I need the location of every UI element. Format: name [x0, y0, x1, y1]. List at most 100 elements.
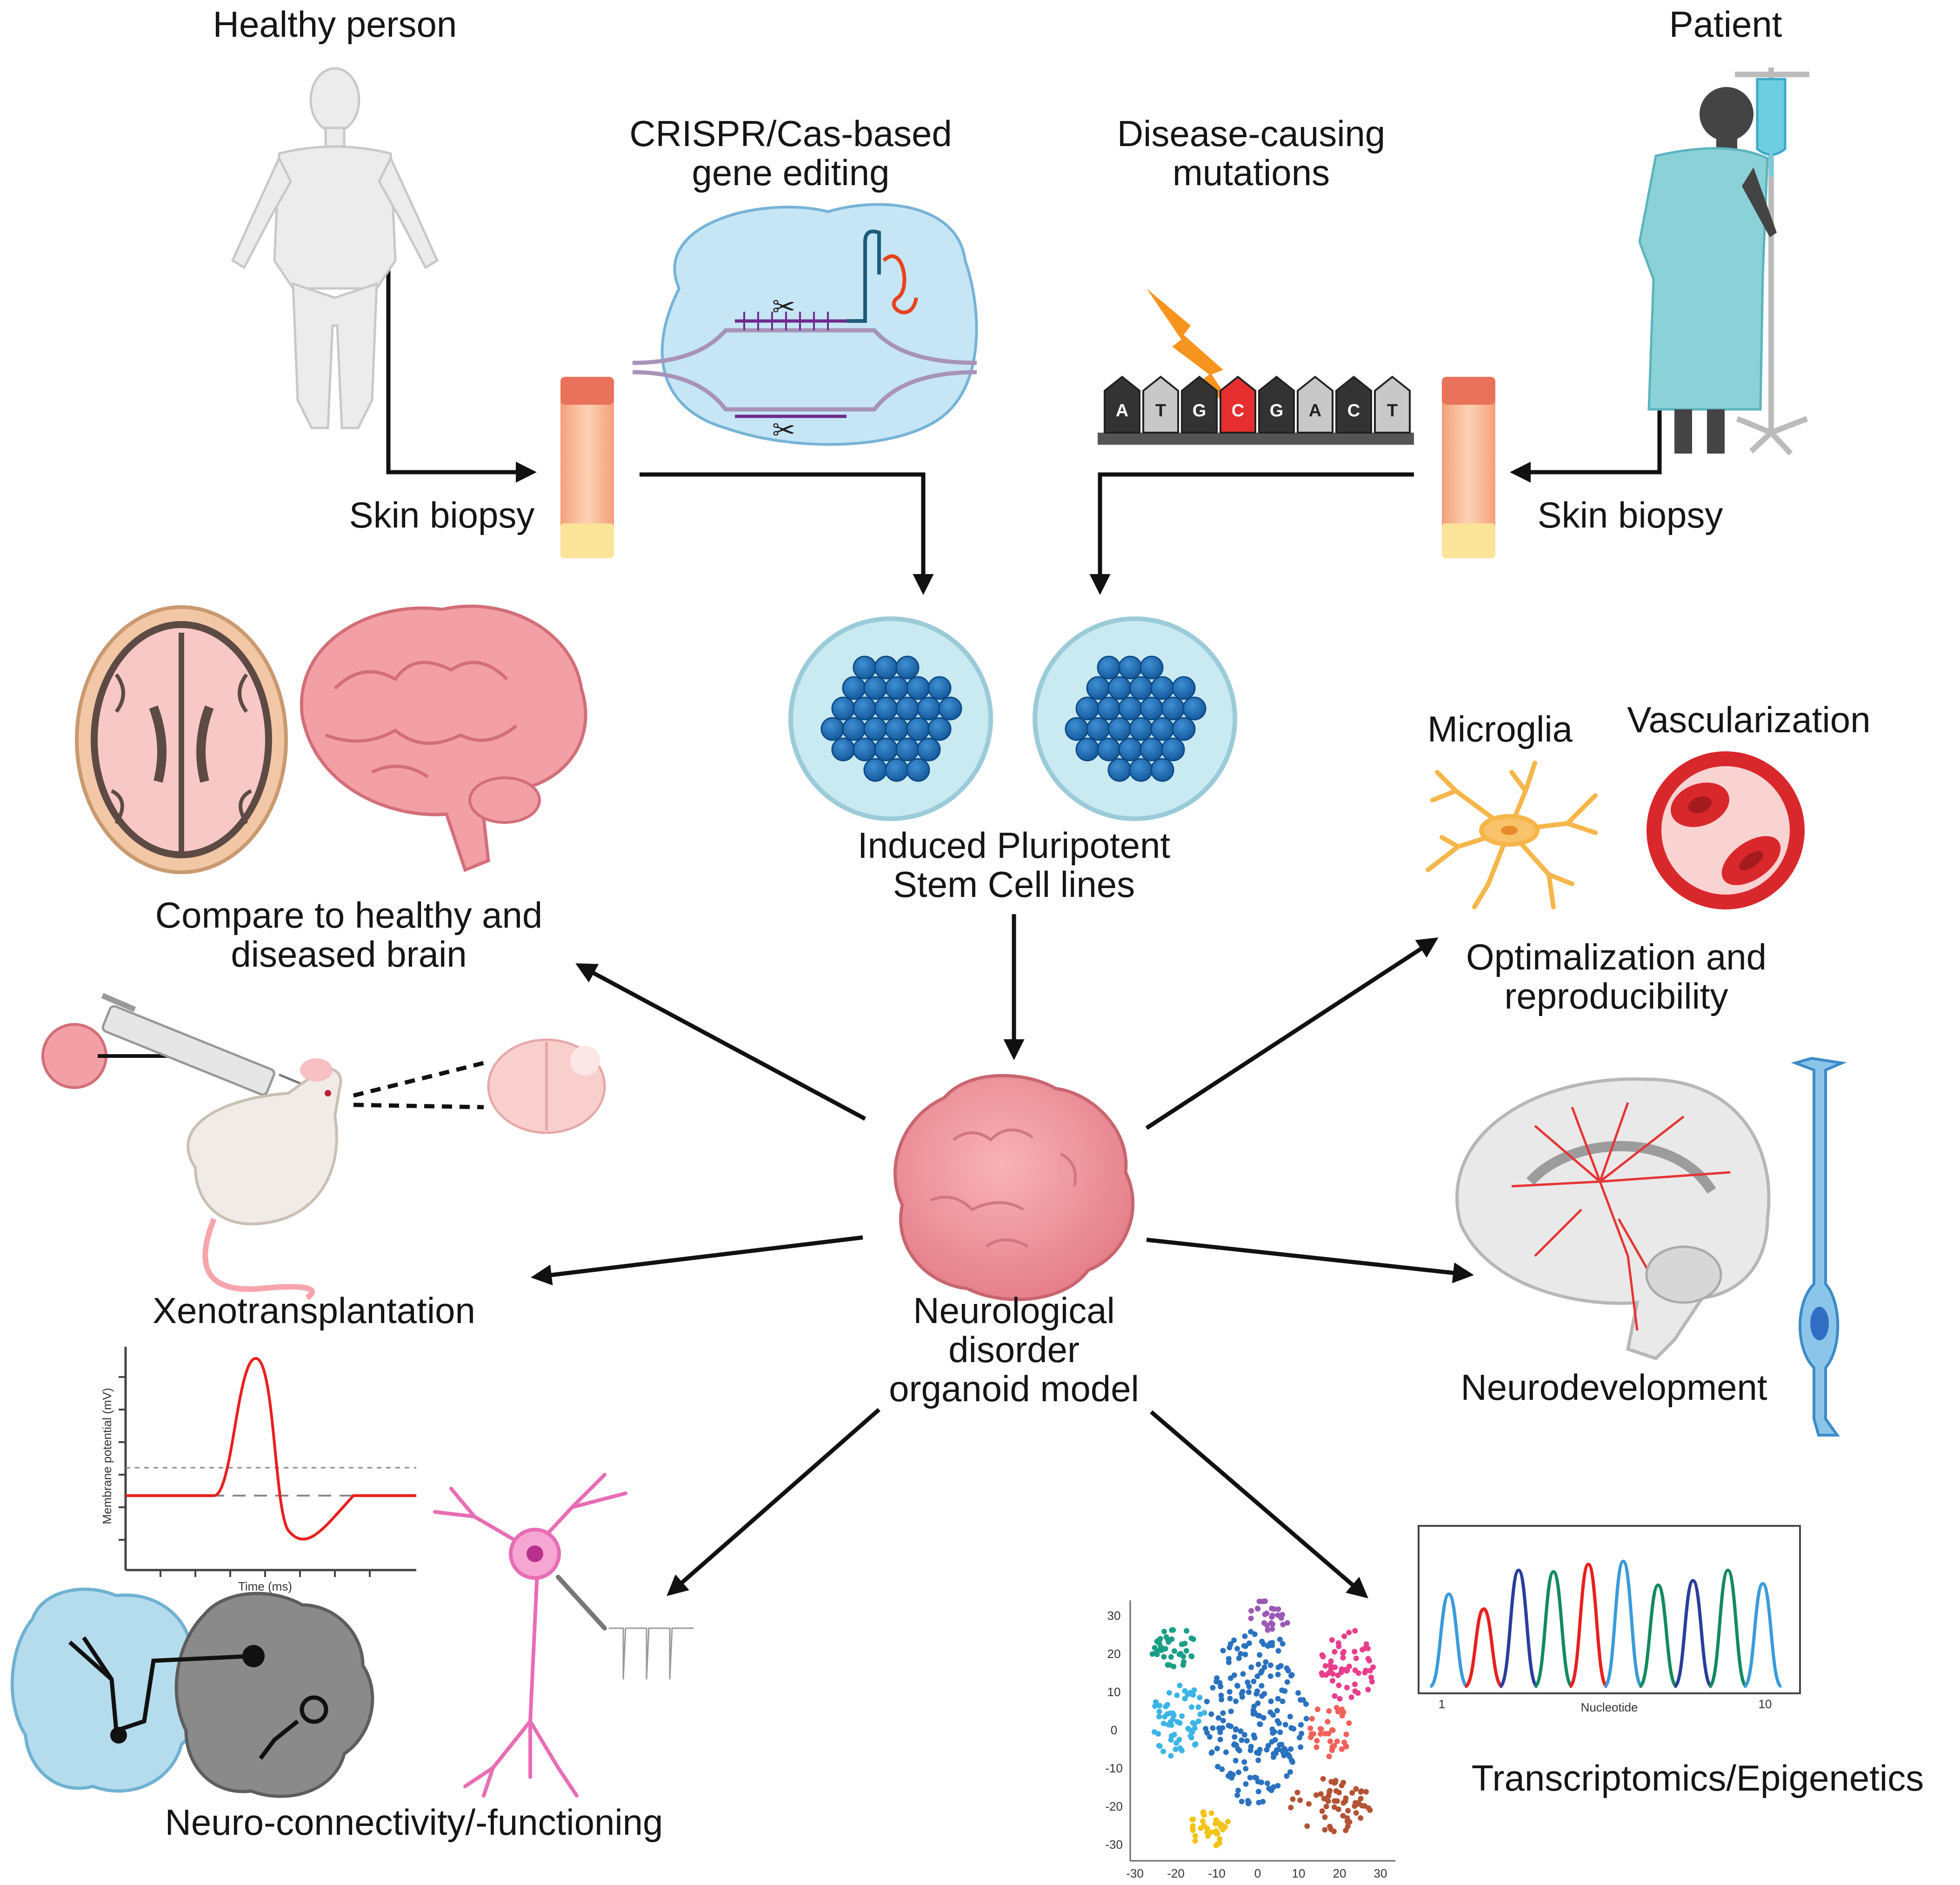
tsne-point: [1287, 1769, 1293, 1775]
tsne-point: [1201, 1823, 1207, 1829]
tsne-x-tick: 30: [1373, 1866, 1387, 1880]
tsne-point: [1227, 1770, 1233, 1776]
stem-cell: [1129, 717, 1153, 741]
stem-cell: [1129, 676, 1153, 700]
dna-base-block: [1374, 375, 1411, 434]
tsne-point: [1235, 1746, 1241, 1752]
tsne-point: [1217, 1729, 1223, 1735]
tsne-point: [1227, 1644, 1233, 1651]
tsne-point: [1275, 1783, 1281, 1789]
tsne-point: [1300, 1697, 1306, 1703]
tsne-point: [1265, 1643, 1271, 1649]
tsne-point: [1340, 1655, 1346, 1661]
sagittal-brain-icon: [1455, 1077, 1771, 1361]
stem-cell: [1161, 696, 1185, 721]
tsne-point: [1304, 1823, 1310, 1829]
tsne-point: [1268, 1620, 1274, 1626]
tsne-point: [1274, 1708, 1280, 1714]
stem-cell: [917, 737, 941, 762]
tsne-point: [1337, 1696, 1343, 1702]
tsne-point: [1319, 1652, 1325, 1658]
tsne-point: [1264, 1780, 1270, 1786]
stem-cell: [842, 676, 866, 700]
tsne-point: [1284, 1773, 1290, 1779]
tsne-point: [1260, 1798, 1266, 1805]
tsne-point: [1307, 1725, 1313, 1731]
tsne-point: [1329, 1637, 1335, 1643]
crispr-label: CRISPR/Cas-based gene editing: [629, 113, 952, 193]
tsne-point: [1255, 1700, 1261, 1706]
tsne-point: [1362, 1645, 1368, 1651]
skin-biopsy-icon: [1442, 377, 1495, 558]
tsne-plot: [1129, 1598, 1395, 1862]
healthy-person-label: Healthy person: [213, 4, 457, 45]
tsne-point: [1343, 1731, 1349, 1738]
tsne-point: [1231, 1672, 1237, 1678]
tsne-y-tick: -10: [1105, 1761, 1123, 1775]
tsne-point: [1336, 1682, 1342, 1688]
tsne-point: [1269, 1605, 1275, 1611]
tsne-point: [1339, 1706, 1345, 1712]
tsne-point: [1318, 1726, 1324, 1732]
tsne-point: [1275, 1648, 1281, 1654]
tsne-point: [1335, 1806, 1341, 1812]
tsne-point: [1179, 1713, 1185, 1719]
tsne-point: [1340, 1813, 1346, 1819]
tsne-point: [1339, 1746, 1345, 1752]
tsne-point: [1217, 1680, 1223, 1686]
arrow-patient-to-biopsy: [1510, 214, 1662, 483]
tsne-point: [1255, 1778, 1261, 1785]
tsne-point: [1216, 1725, 1222, 1731]
tsne-point: [1280, 1698, 1286, 1705]
tsne-point: [1333, 1778, 1339, 1784]
organoid-icon: [893, 1074, 1135, 1301]
tsne-point: [1163, 1634, 1169, 1640]
tsne-point: [1355, 1670, 1361, 1676]
tsne-y-tick: 10: [1107, 1685, 1121, 1699]
patch-pipette: [556, 1575, 607, 1631]
tsne-point: [1284, 1620, 1290, 1626]
tsne-point: [1156, 1640, 1162, 1646]
tsne-point: [1181, 1659, 1187, 1665]
stem-cell: [1075, 737, 1100, 762]
tsne-point: [1343, 1744, 1349, 1750]
tsne-point: [1190, 1692, 1196, 1698]
sequencing-peak: [1464, 1607, 1503, 1688]
neurodevelopment-label: Neurodevelopment: [1460, 1367, 1767, 1408]
tsne-point: [1161, 1629, 1167, 1635]
tsne-point: [1289, 1759, 1295, 1765]
stem-cell: [1118, 655, 1142, 680]
tsne-point: [1219, 1697, 1225, 1703]
mouse-icon: [187, 1058, 342, 1300]
tsne-point: [1332, 1664, 1338, 1670]
tsne-point: [1260, 1715, 1267, 1721]
tsne-point: [1226, 1723, 1232, 1729]
tsne-point: [1242, 1651, 1248, 1658]
tsne-point: [1344, 1815, 1350, 1821]
tsne-point: [1243, 1765, 1249, 1771]
tsne-point: [1233, 1698, 1239, 1705]
iv-bag-icon: [1756, 78, 1787, 156]
tsne-point: [1320, 1776, 1326, 1782]
tsne-point: [1280, 1622, 1286, 1628]
stem-cell: [906, 758, 930, 782]
neuro-connectivity-label: Neuro-connectivity/-functioning: [165, 1802, 663, 1843]
tsne-point: [1248, 1615, 1254, 1621]
tsne-point: [1242, 1643, 1248, 1649]
tsne-point: [1366, 1805, 1372, 1811]
tsne-point: [1213, 1821, 1219, 1827]
tsne-point: [1264, 1747, 1270, 1753]
tsne-x-tick: -10: [1208, 1866, 1226, 1880]
tsne-point: [1275, 1606, 1281, 1612]
tsne-x-tick: 10: [1292, 1866, 1306, 1880]
stem-cell: [1150, 758, 1174, 782]
tsne-point: [1259, 1668, 1265, 1674]
stem-cell: [1075, 696, 1100, 721]
arrow-crispr-to-ipsc: [640, 472, 934, 595]
tsne-point: [1247, 1747, 1253, 1753]
tsne-point: [1257, 1652, 1263, 1658]
tsne-point: [1313, 1744, 1320, 1750]
tsne-point: [1201, 1710, 1207, 1716]
stem-cell: [1161, 737, 1185, 762]
tsne-point: [1254, 1605, 1260, 1611]
